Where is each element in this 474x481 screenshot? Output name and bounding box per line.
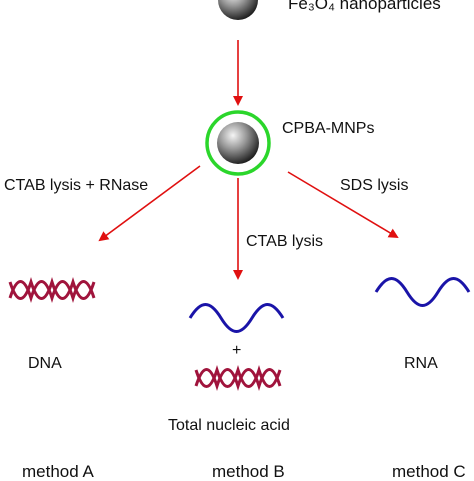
ctab-lysis-label: CTAB lysis [246, 233, 324, 250]
plus-label: + [232, 342, 242, 359]
arrow-to-method-a [98, 165, 201, 242]
cpba-ring-icon [205, 110, 271, 176]
rna-strand-icon [188, 303, 285, 333]
fe3o4-label: Fe₃O₄ nanoparticles [288, 0, 441, 13]
method-c-label: method C [392, 462, 466, 481]
total-nucleic-acid-label: Total nucleic acid [168, 417, 290, 434]
dna-helix-icon [8, 277, 96, 303]
fe3o4-nanoparticle-icon [218, 0, 258, 20]
ctab-rnase-label: CTAB lysis + RNase [4, 177, 149, 194]
cpba-mnp-icon [217, 122, 259, 164]
dna-helix-icon [194, 365, 282, 391]
method-a-label: method A [22, 462, 94, 481]
cpba-mnps-label: CPBA-MNPs [282, 120, 375, 137]
dna-label: DNA [28, 355, 62, 372]
method-b-label: method B [212, 462, 285, 481]
rna-label: RNA [404, 355, 438, 372]
arrow-to-method-c [287, 171, 399, 239]
rna-strand-icon [374, 277, 471, 307]
sds-lysis-label: SDS lysis [340, 177, 409, 194]
